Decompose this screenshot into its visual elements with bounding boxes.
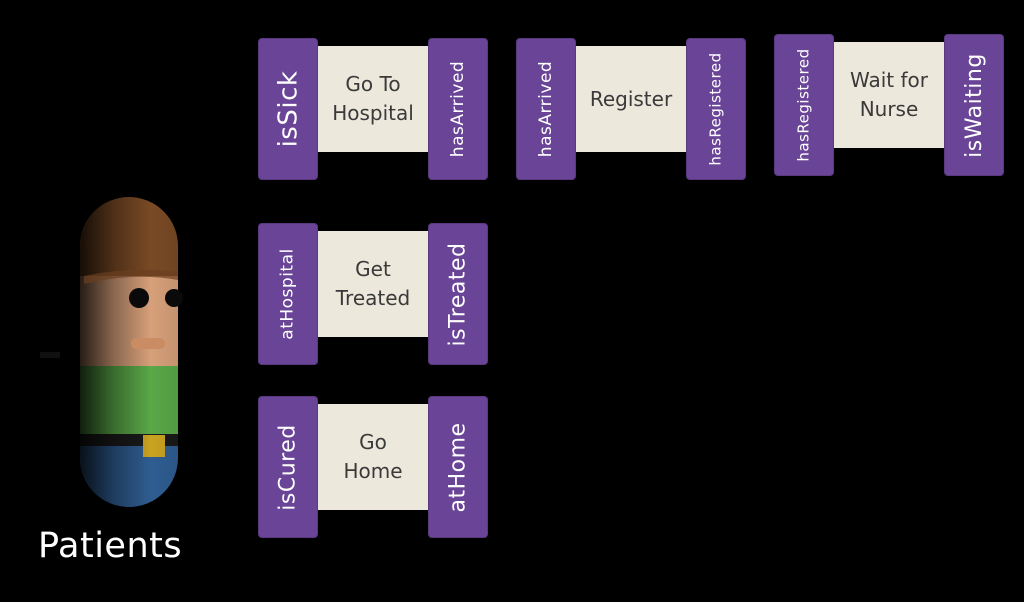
precondition-tab: isCured: [258, 396, 318, 538]
action-card-wait-for-nurse: Wait for Nurse hasRegistered isWaiting: [774, 34, 1004, 176]
mouth: [131, 338, 165, 349]
effect-tab: isWaiting: [944, 34, 1004, 176]
effect-label: atHome: [445, 421, 471, 513]
effect-label: hasArrived: [448, 60, 468, 158]
patients-caption: Patients: [38, 526, 183, 566]
action-card-register: Register hasArrived hasRegistered: [516, 38, 746, 180]
precondition-tab: hasArrived: [516, 38, 576, 180]
action-label: Go To Hospital: [332, 72, 414, 125]
effect-label: isTreated: [445, 242, 471, 346]
action-card-go-home: Go Home isCured atHome: [258, 396, 488, 538]
action-card-go-to-hospital: Go To Hospital isSick hasArrived: [258, 38, 488, 180]
effect-tab: isTreated: [428, 223, 488, 365]
precondition-tab: isSick: [258, 38, 318, 180]
effect-tab: atHome: [428, 396, 488, 538]
effect-label: isWaiting: [961, 52, 987, 158]
action-label: Get Treated: [335, 257, 411, 310]
left-eye: [129, 288, 149, 308]
effect-tab: hasArrived: [428, 38, 488, 180]
precondition-tab: hasRegistered: [774, 34, 834, 176]
precondition-tab: atHospital: [258, 223, 318, 365]
effect-label: hasRegistered: [707, 52, 726, 166]
precondition-label: hasArrived: [536, 60, 556, 158]
precondition-label: atHospital: [278, 248, 299, 340]
patient-figure: [40, 197, 183, 507]
action-card-get-treated: Get Treated atHospital isTreated: [258, 223, 488, 365]
patient-character: [38, 192, 183, 512]
precondition-label: hasRegistered: [795, 48, 814, 162]
precondition-label: isSick: [273, 70, 304, 148]
right-eye: [165, 289, 183, 307]
action-label: Wait for Nurse: [849, 68, 928, 121]
effect-tab: hasRegistered: [686, 38, 746, 180]
precondition-label: isCured: [275, 423, 301, 511]
action-label: Register: [589, 86, 673, 111]
action-label: Go Home: [343, 430, 403, 483]
